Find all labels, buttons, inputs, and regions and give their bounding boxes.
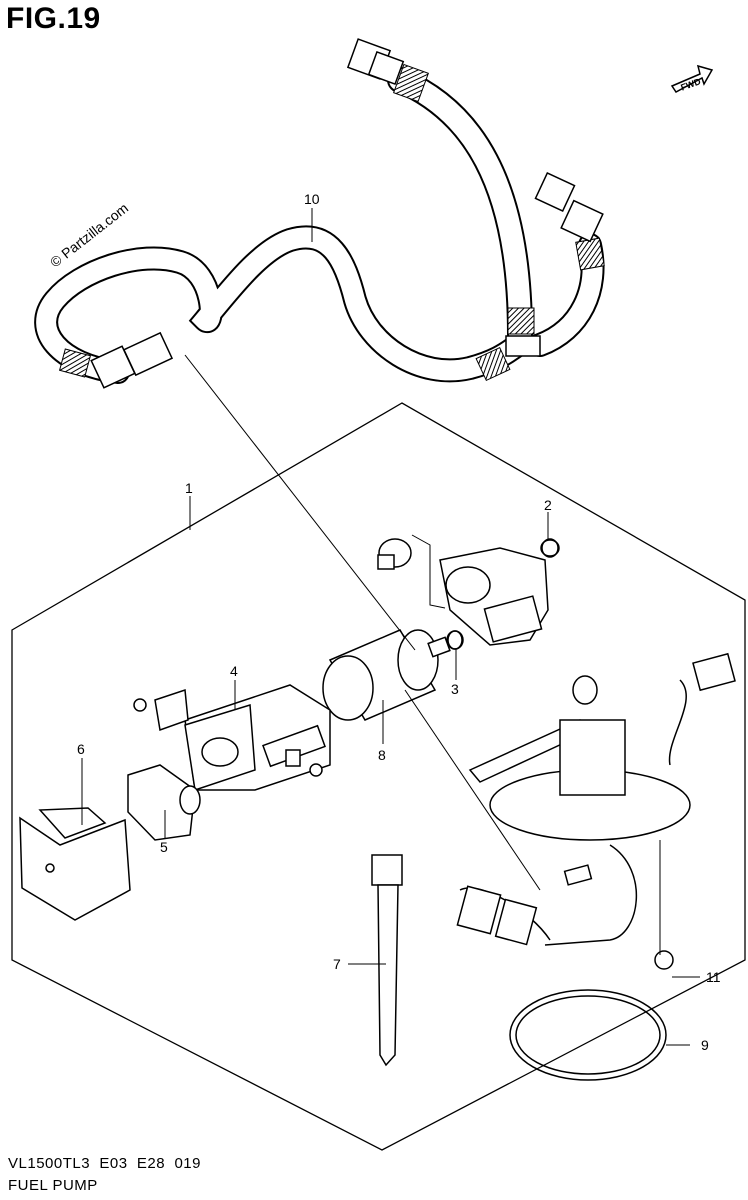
fuel-hose	[34, 38, 605, 389]
callout-2: 2	[544, 497, 552, 513]
callout-1: 1	[185, 480, 193, 496]
kit-outline	[11, 402, 746, 1151]
figure-caption: FUEL PUMP	[8, 1177, 98, 1194]
fuel-pump-motor	[322, 629, 451, 721]
callout-7: 7	[333, 956, 341, 972]
callout-8: 8	[378, 747, 386, 763]
leader-lines	[81, 208, 700, 1046]
gasket-3	[447, 630, 463, 650]
fwd-arrow-icon: FWD	[670, 64, 714, 93]
pump-bracket	[456, 652, 736, 970]
figure-title: FIG.19	[6, 2, 101, 35]
fwd-label: FWD	[679, 76, 702, 93]
callout-10: 10	[304, 191, 320, 207]
gasket-2	[541, 538, 559, 558]
callout-9: 9	[701, 1037, 709, 1053]
callout-6: 6	[77, 741, 85, 757]
tie-strap	[371, 854, 403, 1067]
callout-3: 3	[451, 681, 459, 697]
callout-4: 4	[230, 663, 238, 679]
o-ring	[509, 989, 667, 1081]
callout-5: 5	[160, 839, 168, 855]
model-code: VL1500TL3 E03 E28 019	[8, 1155, 201, 1172]
fuel-filter	[127, 764, 201, 841]
pump-cover	[19, 807, 131, 921]
pressure-regulator	[377, 538, 560, 650]
callout-labels: 10 1 2 3 4 5 6 7 8 9 11	[77, 191, 721, 1053]
callout-11: 11	[706, 969, 721, 985]
pump-holder	[133, 684, 331, 791]
